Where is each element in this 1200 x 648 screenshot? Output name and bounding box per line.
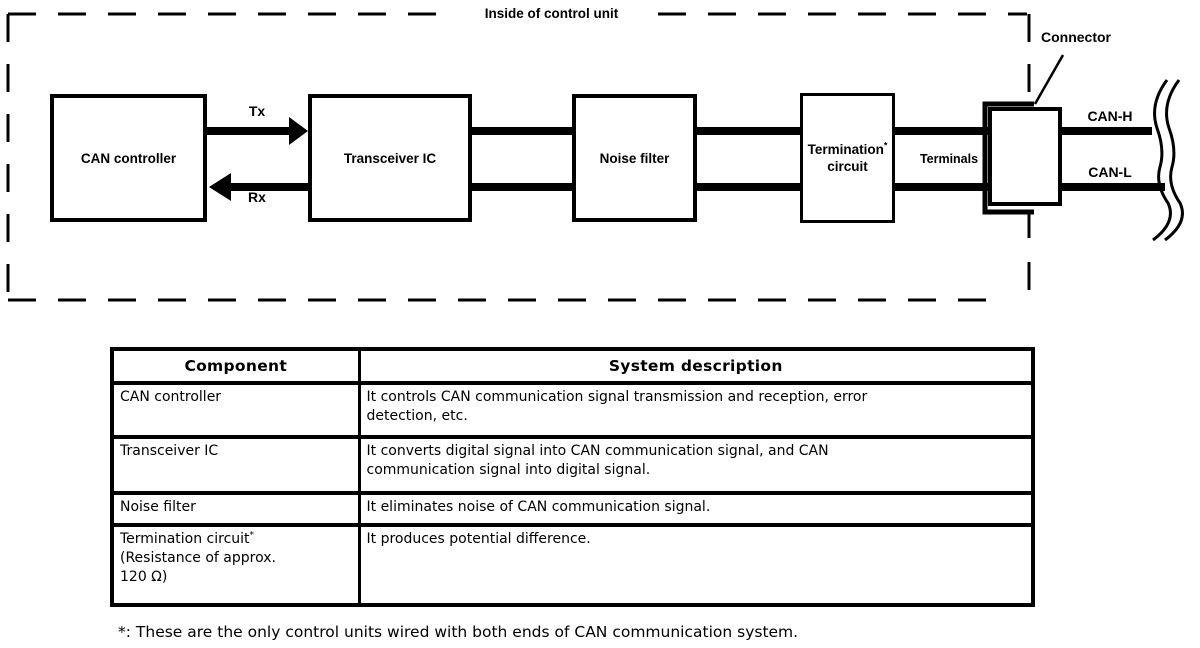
connector-box — [988, 107, 1062, 206]
can-l-label: CAN-L — [1088, 164, 1132, 180]
component-name: Transceiver IC — [120, 443, 219, 459]
table-row: Noise filter It eliminates noise of CAN … — [110, 491, 1035, 527]
diagram-lines — [6, 12, 1184, 302]
cell-description: It eliminates noise of CAN communication… — [357, 491, 1035, 527]
block-noise-filter: Noise filter — [572, 94, 697, 222]
rx-label: Rx — [248, 189, 266, 205]
block-termination-circuit-label: Termination* circuit — [808, 141, 888, 175]
tx-label: Tx — [248, 103, 266, 119]
can-h-label: CAN-H — [1087, 108, 1133, 124]
cell-component: Noise filter — [110, 491, 361, 527]
connector-label: Connector — [1041, 29, 1111, 45]
table-row: Transceiver IC It converts digital signa… — [110, 435, 1035, 495]
block-transceiver-ic: Transceiver IC — [308, 94, 472, 222]
component-name: Noise filter — [120, 499, 196, 515]
component-asterisk: * — [249, 530, 255, 541]
cell-component: Transceiver IC — [110, 435, 361, 495]
component-name: Termination circuit — [120, 531, 250, 547]
header-system-description: System description — [357, 347, 1035, 385]
connector-bracket — [982, 101, 1034, 215]
diagram-title: Inside of control unit — [484, 6, 619, 21]
block-transceiver-ic-label: Transceiver IC — [343, 150, 437, 166]
cell-component: CAN controller — [110, 381, 361, 439]
terminals-label: Terminals — [919, 152, 979, 166]
cell-description: It converts digital signal into CAN comm… — [357, 435, 1035, 495]
header-component: Component — [110, 347, 361, 385]
component-name: CAN controller — [120, 389, 222, 405]
block-can-controller: CAN controller — [50, 94, 207, 222]
cell-description: It produces potential difference. — [357, 523, 1035, 607]
block-noise-filter-label: Noise filter — [599, 150, 670, 166]
table-header-row: Component System description — [110, 347, 1035, 385]
cable-break-icon — [1152, 79, 1184, 242]
control-unit-dashed-border — [6, 12, 1031, 302]
termination-word: Termination — [807, 142, 884, 157]
termination-asterisk: * — [883, 140, 888, 151]
connector-pointer-line — [1033, 54, 1065, 105]
block-can-controller-label: CAN controller — [80, 150, 177, 166]
cell-component: Termination circuit* (Resistance of appro… — [110, 523, 361, 607]
component-note: (Resistance of approx. 120 Ω) — [120, 550, 276, 585]
bus-lines — [472, 127, 1165, 191]
can-block-diagram: Inside of control unit CAN controller Tr… — [6, 6, 1184, 302]
block-termination-circuit: Termination* circuit — [800, 93, 895, 223]
table-row: CAN controller It controls CAN communica… — [110, 381, 1035, 439]
table-row: Termination circuit* (Resistance of appro… — [110, 523, 1035, 607]
circuit-word: circuit — [827, 159, 868, 174]
cell-description: It controls CAN communication signal tra… — [357, 381, 1035, 439]
tx-arrowhead-icon — [289, 117, 308, 145]
footnote: *: These are the only control units wire… — [118, 623, 799, 641]
component-table: Component System description CAN control… — [110, 347, 1035, 607]
rx-arrowhead-icon — [209, 173, 231, 201]
